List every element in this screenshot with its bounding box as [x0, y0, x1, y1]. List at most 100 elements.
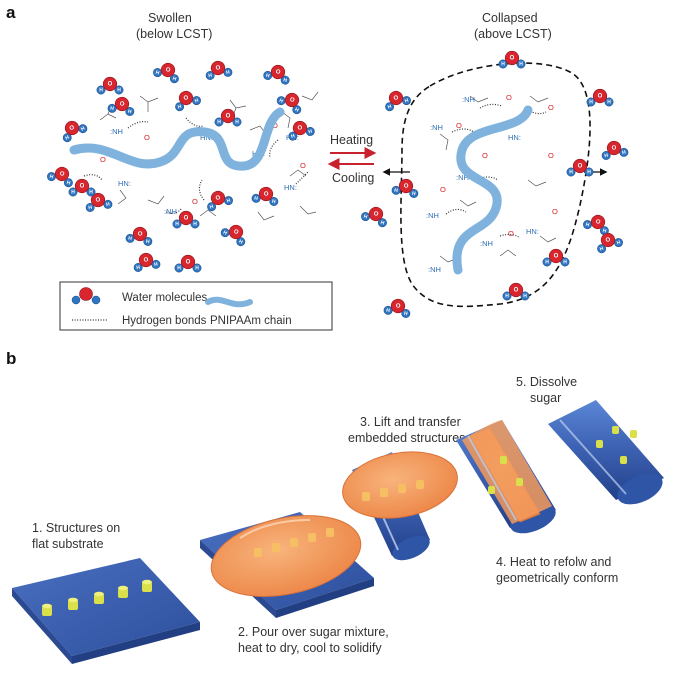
- step2-label: 2. Pour over sugar mixture,: [238, 625, 389, 639]
- legend: Water molecules Hydrogen bonds PNIPAAm c…: [59, 281, 333, 331]
- legend-hbond-text: Hydrogen bonds: [122, 315, 207, 327]
- svg-text:H: H: [209, 204, 215, 211]
- carbonyl-o-label: O: [506, 93, 512, 102]
- carbonyl-o-label: O: [552, 207, 558, 216]
- svg-text:H: H: [136, 265, 141, 272]
- svg-text:H: H: [282, 77, 287, 84]
- pnipaam-chain-swollen: [69, 107, 285, 171]
- step5-sublabel: sugar: [530, 391, 561, 405]
- step2-sublabel: heat to dry, cool to solidify: [238, 641, 382, 655]
- svg-text:H: H: [88, 205, 93, 212]
- svg-text:H: H: [208, 73, 213, 80]
- amide-label: :NH: [110, 127, 123, 136]
- water-molecule: OH H: [174, 254, 202, 273]
- svg-text:H: H: [254, 196, 259, 203]
- svg-text:H: H: [226, 70, 231, 77]
- amide-label: :NH: [456, 173, 469, 182]
- water-molecule: OH H: [125, 226, 153, 246]
- legend-water-text: Water molecules: [122, 292, 207, 304]
- carbonyl-o-label: O: [456, 121, 462, 130]
- water-molecule: OHH: [263, 64, 290, 85]
- svg-text:H: H: [237, 239, 243, 246]
- svg-text:O: O: [143, 257, 149, 264]
- svg-text:O: O: [598, 94, 603, 100]
- svg-text:H: H: [403, 311, 408, 318]
- legend-chain-text: PNIPAAm chain: [210, 315, 292, 327]
- water-molecule: OHH: [385, 90, 411, 112]
- water-molecule: OHH: [175, 90, 201, 112]
- svg-text:H: H: [177, 104, 183, 111]
- svg-text:H: H: [172, 76, 178, 83]
- svg-text:O: O: [137, 231, 143, 238]
- svg-text:O: O: [578, 164, 583, 170]
- svg-text:O: O: [95, 197, 101, 204]
- step1-sublabel: flat substrate: [32, 537, 104, 551]
- legend-chain-icon: [205, 296, 253, 308]
- carbonyl-o-label: O: [548, 151, 554, 160]
- svg-text:O: O: [393, 95, 400, 102]
- water-molecule: OHH: [288, 120, 315, 141]
- step4-label: 4. Heat to refolw and: [496, 555, 611, 569]
- svg-text:O: O: [69, 125, 76, 133]
- svg-text:H: H: [404, 97, 410, 104]
- svg-text:O: O: [226, 114, 231, 120]
- svg-text:H: H: [194, 97, 200, 104]
- svg-text:H: H: [145, 239, 150, 246]
- svg-text:H: H: [599, 246, 605, 253]
- svg-text:O: O: [510, 56, 515, 62]
- svg-text:H: H: [222, 230, 228, 237]
- svg-text:H: H: [175, 222, 179, 228]
- svg-text:O: O: [554, 254, 559, 260]
- svg-text:O: O: [165, 67, 172, 74]
- collapsed-network: :NH :NH HN: :NH :NH HN: :NH :NH O O O O …: [426, 93, 558, 274]
- svg-text:H: H: [177, 266, 181, 272]
- svg-text:O: O: [403, 183, 409, 190]
- svg-text:H: H: [386, 308, 391, 315]
- svg-text:O: O: [184, 216, 189, 222]
- svg-text:O: O: [605, 237, 612, 244]
- step1-label: 1. Structures on: [32, 521, 120, 535]
- water-molecule: OHH: [220, 224, 246, 247]
- svg-text:H: H: [394, 188, 399, 195]
- svg-text:H: H: [589, 100, 593, 106]
- panel-b: b 1. Structures on flat substrate: [6, 349, 664, 664]
- svg-text:O: O: [186, 260, 191, 266]
- svg-text:O: O: [215, 65, 221, 72]
- svg-text:H: H: [308, 128, 313, 135]
- svg-text:H: H: [380, 220, 386, 227]
- svg-text:O: O: [59, 171, 66, 178]
- svg-text:O: O: [275, 69, 281, 76]
- amide-label: :NH: [164, 207, 177, 216]
- water-molecule: OHH: [597, 232, 623, 254]
- svg-text:H: H: [110, 106, 115, 113]
- water-molecule: OH H: [205, 60, 233, 80]
- svg-text:H: H: [569, 170, 573, 176]
- svg-text:H: H: [128, 236, 133, 243]
- carbonyl-o-label: O: [300, 161, 306, 170]
- svg-text:O: O: [595, 219, 602, 226]
- svg-text:O: O: [119, 101, 125, 108]
- pnipaam-chain-collapsed: [452, 105, 533, 275]
- amide-label: :NH: [428, 265, 441, 274]
- step3-label: 3. Lift and transfer: [360, 415, 461, 429]
- svg-text:H: H: [64, 134, 70, 141]
- svg-text:H: H: [195, 266, 199, 272]
- water-molecule: OHH: [276, 92, 302, 115]
- svg-text:O: O: [215, 195, 222, 202]
- cooling-label: Cooling: [332, 171, 374, 185]
- svg-text:H: H: [235, 120, 239, 126]
- panel-b-letter: b: [6, 349, 16, 368]
- step3-transfer: [342, 451, 458, 561]
- step5-label: 5. Dissolve: [516, 375, 577, 389]
- svg-text:H: H: [607, 100, 611, 106]
- collapsed-label: Collapsed: [482, 11, 538, 25]
